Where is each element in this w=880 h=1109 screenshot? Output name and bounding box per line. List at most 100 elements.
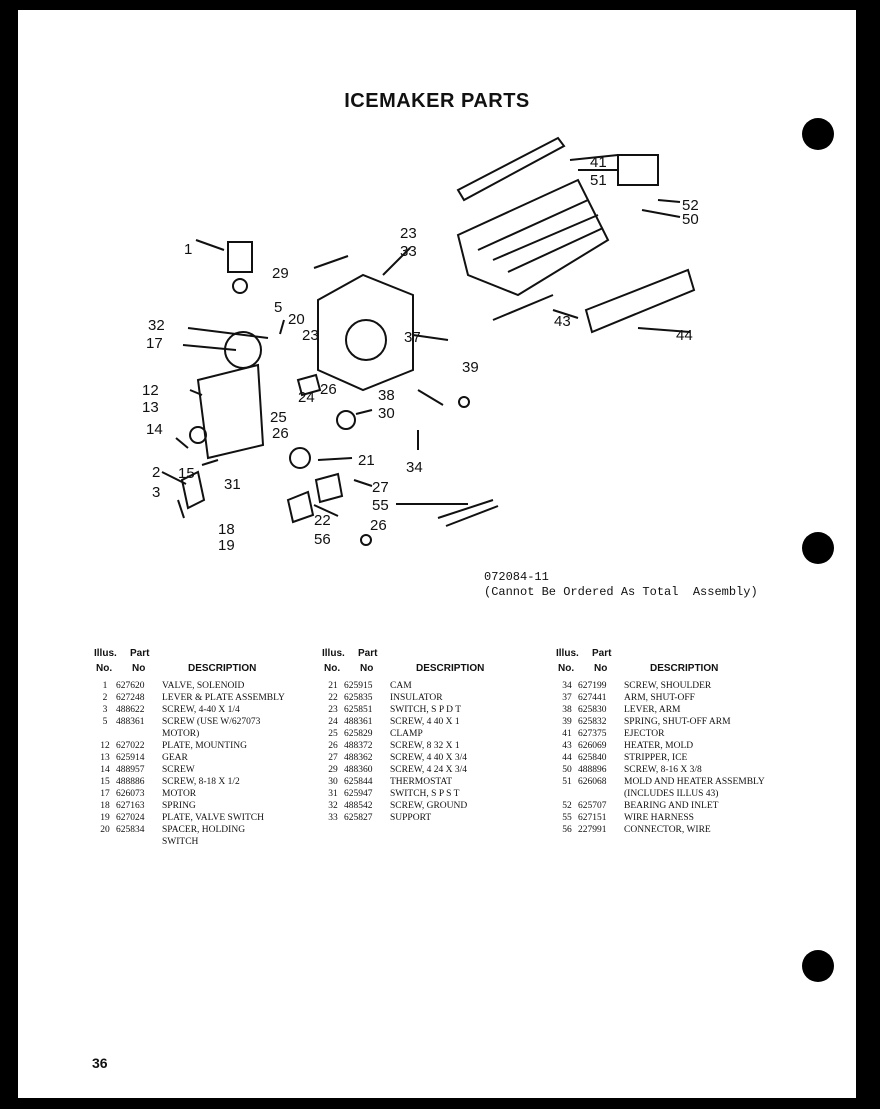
svg-text:29: 29 [272, 265, 289, 282]
part-no: 627199 [578, 681, 607, 691]
illus-no: 24 [328, 717, 338, 727]
description: MOLD AND HEATER ASSEMBLY (INCLUDES ILLUS… [624, 777, 765, 799]
svg-text:27: 27 [372, 479, 389, 496]
assembly-note: (Cannot Be Ordered As Total Assembly) [484, 585, 758, 599]
illus-no: 2 [102, 693, 108, 703]
svg-text:25: 25 [270, 409, 287, 426]
part-no: 625844 [344, 777, 373, 787]
description: MOTOR [162, 789, 197, 799]
description: HEATER, MOLD [624, 741, 694, 751]
part-no: 625827 [344, 813, 373, 823]
illus-no: 27 [328, 753, 338, 763]
illus-no: 21 [328, 681, 338, 691]
illus-no: 19 [100, 813, 110, 823]
svg-text:15: 15 [178, 465, 195, 482]
illus-no: 20 [100, 825, 110, 835]
part-no: 625832 [578, 717, 607, 727]
description: GEAR [162, 753, 188, 763]
page-number: 36 [92, 1055, 108, 1071]
part-no: 626068 [578, 777, 607, 787]
svg-text:51: 51 [590, 172, 607, 189]
svg-text:20: 20 [288, 311, 305, 328]
cam-shape [289, 447, 311, 469]
part-no: 625840 [578, 753, 607, 763]
description: SWITCH, S P S T [390, 789, 460, 799]
part-no: 627620 [116, 681, 145, 691]
description: ARM, SHUT-OFF [624, 693, 695, 703]
illus-no: 34 [562, 681, 572, 691]
table-row: 51 626068 MOLD AND HEATER ASSEMBLY (INCLUD… [556, 776, 806, 800]
svg-text:17: 17 [146, 335, 163, 352]
description: WIRE HARNESS [624, 813, 694, 823]
table-row: 17 626073 MOTOR [94, 788, 314, 800]
description: SWITCH, S P D T [390, 705, 461, 715]
illus-no: 26 [328, 741, 338, 751]
part-no: 625914 [116, 753, 145, 763]
part-no: 625829 [344, 729, 373, 739]
svg-text:41: 41 [590, 154, 607, 171]
svg-text:18: 18 [218, 521, 235, 538]
description: VALVE, SOLENOID [162, 681, 245, 691]
part-no: 625707 [578, 801, 607, 811]
illus-no: 50 [562, 765, 572, 775]
part-no: 627441 [578, 693, 607, 703]
svg-text:43: 43 [554, 313, 571, 330]
description: BEARING AND INLET [624, 801, 719, 811]
description: SCREW, 4 40 x 3/4 [390, 753, 467, 763]
part-no: 488362 [344, 753, 373, 763]
svg-text:32: 32 [148, 317, 165, 334]
illus-no: 18 [100, 801, 110, 811]
part-no: 627248 [116, 693, 145, 703]
column-header: Illus. Part No. No DESCRIPTION [94, 648, 257, 674]
description: LEVER & PLATE ASSEMBLY [162, 693, 285, 703]
illus-no: 5 [102, 717, 108, 727]
illus-no: 15 [100, 777, 110, 787]
part-no: 625851 [344, 705, 373, 715]
part-no: 627375 [578, 729, 607, 739]
column-header: Illus. Part No. No DESCRIPTION [322, 648, 485, 674]
part-no: 488361 [116, 717, 145, 727]
illus-no: 29 [328, 765, 338, 775]
illus-no: 17 [100, 789, 110, 799]
part-no: 626073 [116, 789, 145, 799]
spring-shape [458, 396, 470, 408]
svg-text:24: 24 [298, 389, 315, 406]
svg-text:52: 52 [682, 197, 699, 214]
part-no: 625947 [344, 789, 373, 799]
description: SUPPORT [390, 813, 432, 823]
illus-no: 22 [328, 693, 338, 703]
part-no: 625834 [116, 825, 145, 835]
description: SCREW, 4 24 x 3/4 [390, 765, 467, 775]
illus-no: 51 [562, 777, 572, 787]
svg-text:22: 22 [314, 512, 331, 529]
wire-harness-shape [437, 499, 499, 527]
description: STRIPPER, ICE [624, 753, 688, 763]
description: SCREW, 4-40 x 1/4 [162, 705, 240, 715]
part-no: 488372 [344, 741, 373, 751]
support-shape [317, 273, 414, 392]
illus-no: 30 [328, 777, 338, 787]
svg-text:2: 2 [152, 464, 160, 481]
part-no: 625830 [578, 705, 607, 715]
solenoid-valve-shape [227, 241, 253, 273]
column-header: Illus. Part No. No DESCRIPTION [556, 648, 719, 674]
lever-arm-shape [417, 389, 444, 406]
description: CLAMP [390, 729, 423, 739]
